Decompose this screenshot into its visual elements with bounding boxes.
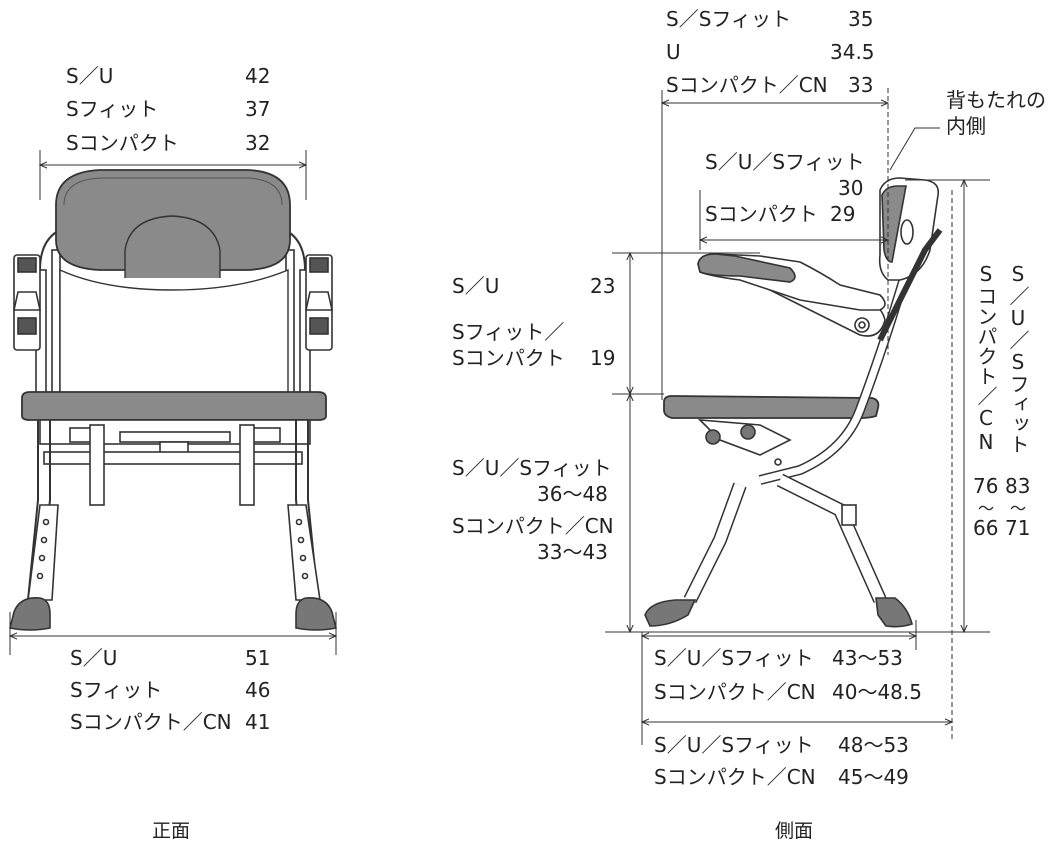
front-base-label-2: Sフィット — [70, 678, 163, 702]
side-base-depth-value-1: 43〜53 — [832, 646, 903, 670]
armrest-height-label-2a: Sフィット／ — [452, 320, 565, 344]
front-width-label-3: Sコンパクト — [66, 131, 179, 155]
seat-height-label-1: S／U／Sフィット — [452, 456, 612, 480]
front-view-caption: 正面 — [152, 820, 191, 842]
side-view-chair — [644, 177, 943, 628]
seat-height-label-2: Sコンパクト／CN — [452, 514, 614, 538]
front-dimension-lines — [10, 150, 336, 655]
side-seat-depth-value-1: 35 — [848, 7, 874, 31]
armrest-height-value-1: 23 — [590, 274, 616, 298]
front-base-value-3: 41 — [245, 710, 271, 734]
armrest-depth-value-2: 29 — [830, 202, 856, 226]
armrest-depth-label-2: Sコンパクト — [705, 202, 818, 226]
armrest-depth-label-1: S／U／Sフィット — [705, 150, 865, 174]
front-width-value-3: 32 — [245, 131, 271, 155]
front-width-label-1: S／U — [66, 64, 114, 88]
side-base-depth-label-2: Sコンパクト／CN — [654, 680, 816, 704]
side-view-caption: 側面 — [775, 820, 814, 842]
front-base-label-1: S／U — [70, 646, 118, 670]
side-overall-depth-value-1: 48〜53 — [838, 733, 909, 757]
side-overall-depth-value-2: 45〜49 — [838, 765, 909, 789]
seat-cushion — [21, 391, 327, 421]
side-dimension-lines — [605, 88, 990, 745]
backrest-inner-note-line2: 内側 — [946, 114, 986, 138]
side-seat-depth-label-1: S／Sフィット — [666, 7, 791, 31]
total-height-col1-label: Sコンパクト／CN — [974, 262, 998, 454]
front-base-value-1: 51 — [245, 646, 271, 670]
seat-height-value-1: 36〜48 — [537, 482, 608, 506]
total-height-col1-top: 76 — [973, 474, 999, 498]
front-base-value-2: 46 — [245, 678, 271, 702]
total-height-col2-bottom: 71 — [1005, 516, 1031, 540]
armrest-depth-value-1: 30 — [838, 176, 864, 200]
backrest-inner-note-line1: 背もたれの — [946, 88, 1046, 112]
total-height-col2-range: 〜 — [1010, 499, 1027, 518]
front-width-value-1: 42 — [245, 64, 271, 88]
front-width-label-2: Sフィット — [66, 97, 159, 121]
armrest-height-label-1: S／U — [452, 274, 500, 298]
total-height-col1-range: 〜 — [978, 499, 995, 518]
side-overall-depth-label-1: S／U／Sフィット — [654, 733, 814, 757]
front-base-label-3: Sコンパクト／CN — [70, 710, 232, 734]
side-seat-depth-label-3: Sコンパクト／CN — [666, 73, 828, 97]
front-width-value-2: 37 — [245, 97, 271, 121]
armrest-height-value-2: 19 — [590, 346, 616, 370]
side-seat-depth-label-2: U — [666, 40, 681, 64]
total-height-col2-label: S／U／Sフィット — [1006, 262, 1030, 454]
side-seat-depth-value-2: 34.5 — [830, 40, 875, 64]
seat-height-value-2: 33〜43 — [537, 540, 608, 564]
total-height-col1-bottom: 66 — [973, 516, 999, 540]
side-overall-depth-label-2: Sコンパクト／CN — [654, 765, 816, 789]
front-view-chair — [9, 169, 337, 631]
side-base-depth-value-2: 40〜48.5 — [832, 680, 922, 704]
side-seat-depth-value-3: 33 — [848, 73, 874, 97]
total-height-col2-top: 83 — [1005, 474, 1031, 498]
armrest-height-label-2b: Sコンパクト — [452, 346, 565, 370]
side-base-depth-label-1: S／U／Sフィット — [654, 646, 814, 670]
